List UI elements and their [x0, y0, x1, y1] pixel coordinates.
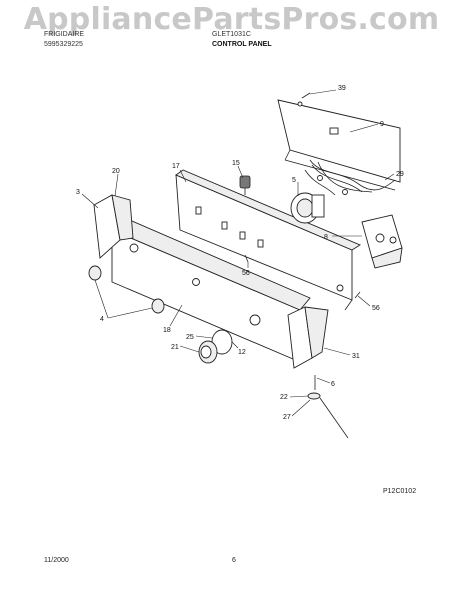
callout-21: 21 — [171, 344, 179, 351]
console-back-plate — [175, 169, 361, 311]
timer-knob — [198, 329, 233, 364]
leader-lines — [81, 89, 395, 417]
wire-harness — [304, 159, 396, 196]
callout-18: 18 — [163, 327, 171, 334]
diagram-code: P12C0102 — [383, 488, 417, 495]
knobs — [88, 265, 165, 314]
callout-56-left: 56 — [242, 270, 250, 277]
callout-3: 3 — [76, 189, 80, 196]
callout-15: 15 — [232, 160, 240, 167]
callout-22: 22 — [280, 394, 288, 401]
callout-56-right: 56 — [372, 305, 380, 312]
callout-8: 8 — [324, 234, 328, 241]
header-brand: FRIGIDAIRE — [44, 31, 85, 38]
header-model: GLET1031C — [212, 31, 251, 38]
header-code: 5995329225 — [44, 41, 83, 48]
rear-cover — [277, 99, 401, 191]
callout-27: 27 — [283, 414, 291, 421]
callout-39: 39 — [338, 85, 346, 92]
callout-labels: 39 9 15 17 20 3 5 29 8 56 56 4 18 25 12 … — [76, 85, 404, 421]
section-title: CONTROL PANEL — [212, 41, 272, 48]
callout-12: 12 — [238, 349, 246, 356]
callout-29: 29 — [396, 171, 404, 178]
callout-20: 20 — [112, 168, 120, 175]
timer-assembly — [361, 214, 403, 269]
timer-motor — [290, 192, 325, 224]
callout-31: 31 — [352, 353, 360, 360]
footer-date: 11/2000 — [44, 557, 69, 564]
watermark: AppliancePartsPros.com — [23, 2, 440, 37]
callout-25: 25 — [186, 334, 194, 341]
callout-4: 4 — [100, 316, 104, 323]
callout-5: 5 — [292, 177, 296, 184]
footer-page-number: 6 — [232, 557, 236, 564]
callout-6: 6 — [331, 381, 335, 388]
right-end-cap — [287, 306, 329, 369]
callout-9: 9 — [380, 121, 384, 128]
switch-part — [239, 175, 251, 195]
screws — [244, 92, 361, 439]
left-end-cap — [93, 194, 134, 259]
callout-17: 17 — [172, 163, 180, 170]
front-panel — [111, 217, 311, 363]
